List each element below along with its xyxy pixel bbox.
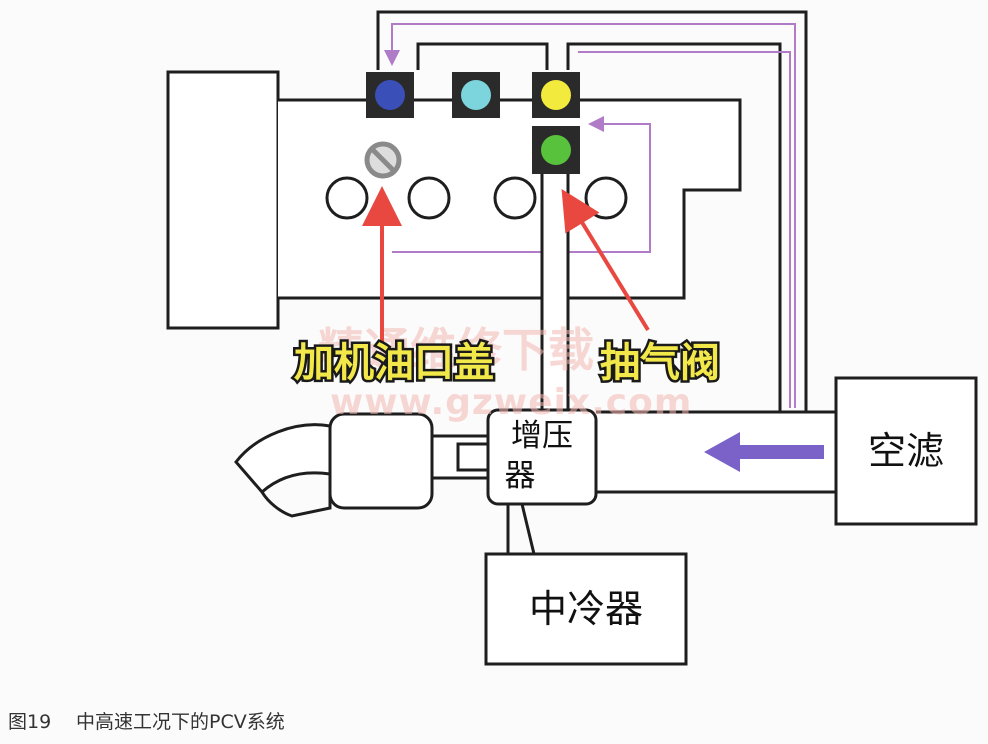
- exhaust-elbow-edge: [260, 474, 332, 518]
- air-filter-box: [834, 376, 978, 526]
- watermark-text: 精通维修下载: [318, 323, 594, 377]
- intercooler-label: 中冷器: [529, 587, 643, 631]
- flow-line-outer: [384, 23, 796, 408]
- inner-breather-pipe: [566, 42, 782, 412]
- figure-number: 图19: [8, 711, 52, 733]
- cylinder-4: [584, 176, 628, 220]
- engine-end-block: [166, 70, 280, 330]
- vent-valve-port: [532, 126, 580, 174]
- port-blue: [366, 72, 414, 118]
- cylinder-2: [407, 176, 451, 220]
- oil-cap-icon: [364, 141, 402, 179]
- vent-valve-pointer-arrow: [561, 188, 650, 332]
- figure-title: 中高速工况下的PCV系统: [76, 711, 285, 733]
- exhaust-inlet: [234, 423, 332, 495]
- turbo-label-line2: 器: [505, 458, 536, 494]
- flow-line-crankcase: [392, 116, 651, 253]
- watermark-url: www.gzweix.com: [330, 382, 692, 423]
- intercooler-pipe-right: [520, 503, 536, 555]
- cylinder-1: [325, 176, 369, 220]
- pcv-system-diagram: 空滤 增压 器 中冷器 精通维修下载 www.gzweix.com 加机油口盖 …: [166, 10, 978, 666]
- oil-cap-label: 加机油口盖: [294, 340, 494, 386]
- vent-valve-label: 抽气阀: [600, 340, 720, 386]
- turbo-shaft-collar: [456, 442, 490, 472]
- outer-breather-pipe: [376, 10, 808, 412]
- port-link-pipe: [416, 42, 549, 70]
- figure-caption: 图19 中高速工况下的PCV系统: [8, 707, 285, 734]
- cylinder-3: [493, 176, 537, 220]
- port-yellow: [532, 72, 580, 118]
- air-filter-label: 空滤: [868, 429, 944, 473]
- port-cyan: [452, 72, 500, 118]
- intercooler-box: [484, 552, 688, 666]
- turbine-housing: [328, 412, 434, 510]
- flow-line-inner: [578, 51, 791, 408]
- turbo-label-line1: 增压: [511, 418, 573, 454]
- intake-flow-arrow: [704, 432, 824, 472]
